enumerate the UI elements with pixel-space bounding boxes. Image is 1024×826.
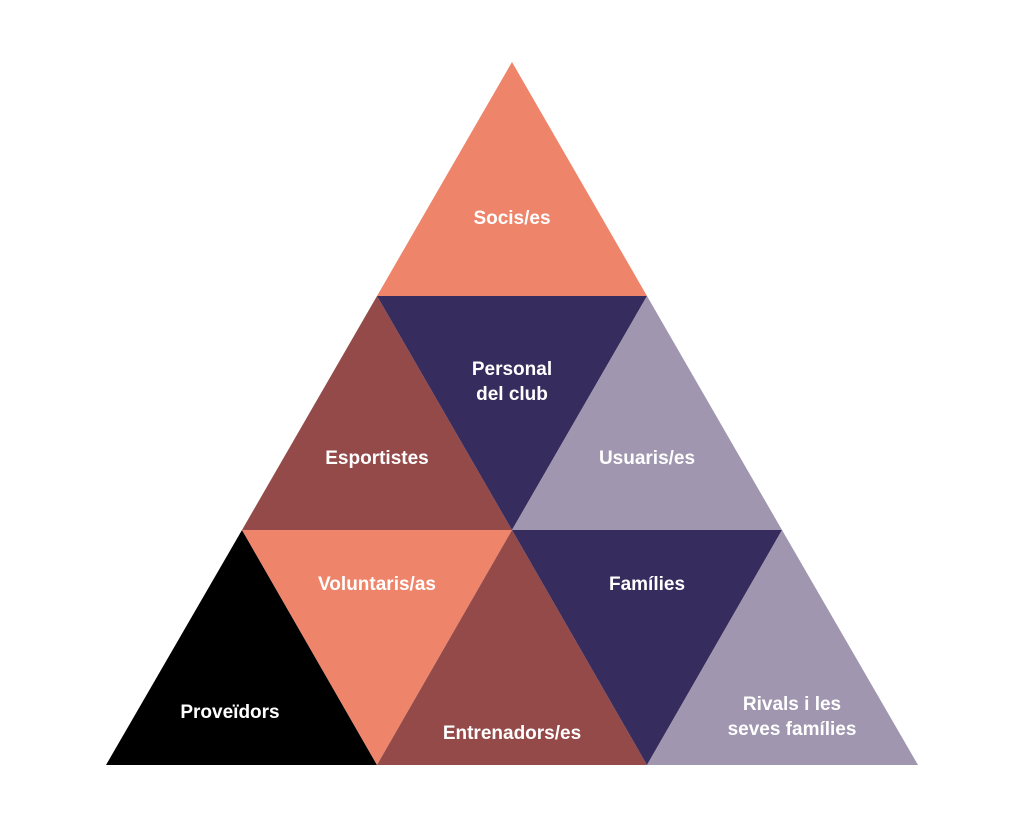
segment-voluntaris [242,530,512,765]
label-rivals-line1: Rivals i les [743,694,841,715]
segment-rivals [647,530,918,765]
segment-usuaris [512,296,782,530]
label-families: Famílies [609,574,685,595]
label-personal-line2: del club [476,384,548,405]
segment-entrenadors [377,530,647,765]
label-socis: Socis/es [473,208,550,229]
label-personal-line1: Personal [472,359,552,380]
segment-proveidors [106,530,377,765]
segment-personal [377,296,647,530]
label-usuaris: Usuaris/es [599,448,695,469]
label-esportistes: Esportistes [325,448,428,469]
label-entrenadors: Entrenadors/es [443,723,581,744]
label-voluntaris: Voluntaris/as [318,574,436,595]
segment-socis [377,62,647,296]
segment-families [512,530,782,765]
segment-esportistes [242,296,512,530]
label-rivals-line2: seves famílies [728,719,857,740]
label-proveidors: Proveïdors [180,702,279,723]
